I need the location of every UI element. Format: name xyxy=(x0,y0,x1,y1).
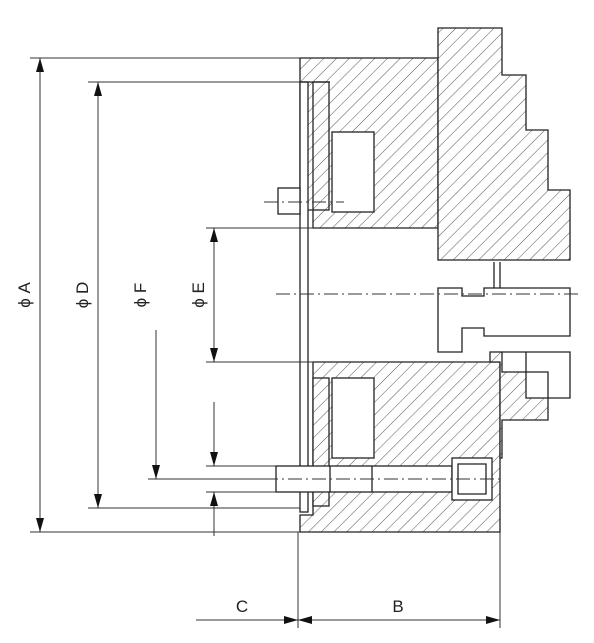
front-face-plate xyxy=(299,81,309,513)
dimension-e-label: ϕ E xyxy=(189,282,208,308)
dimension-c-label: C xyxy=(236,597,248,616)
extension-lines xyxy=(30,57,501,628)
face-ring-upper xyxy=(312,81,330,211)
center-jaw-block xyxy=(437,262,571,353)
jaw-slot-lower xyxy=(331,377,375,459)
dimension-b: B xyxy=(298,597,500,624)
upper-pin xyxy=(264,187,344,215)
dimension-c: C xyxy=(196,597,298,624)
chuck-body-lower xyxy=(299,361,501,533)
dimension-a: ϕ A xyxy=(15,58,44,532)
dimension-b-label: B xyxy=(392,597,403,616)
dimension-e: ϕ E xyxy=(189,228,218,362)
dimension-d-label: ϕ D xyxy=(73,282,92,309)
mounting-bolt xyxy=(216,457,500,501)
bolt-dimension xyxy=(210,402,218,536)
dimension-a-label: ϕ A xyxy=(15,282,34,308)
dimension-d: ϕ D xyxy=(73,82,102,508)
jaw-upper xyxy=(437,27,571,261)
jaw-slot-upper xyxy=(331,131,375,213)
dimension-f: ϕ F xyxy=(131,283,160,479)
jaw-lower xyxy=(489,351,571,459)
dimension-f-label: ϕ F xyxy=(131,283,150,308)
